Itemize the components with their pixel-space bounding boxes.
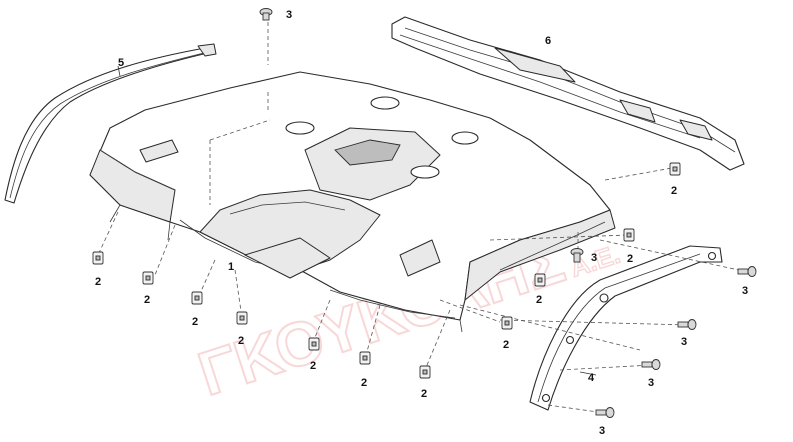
clip [534, 273, 546, 287]
callout-part-4: 4 [588, 372, 595, 384]
clip [308, 337, 320, 351]
screws-part-3 [259, 8, 757, 418]
clip [92, 251, 104, 265]
part-4-side-rail [529, 245, 723, 411]
callouts: 3 5 6 1 4 2 2 2 2 2 2 2 2 2 2 2 3 3 3 3 … [95, 9, 748, 437]
callout-part-5: 5 [118, 57, 124, 69]
clip [623, 228, 635, 242]
callout-part-1: 1 [228, 261, 234, 273]
callout-part-2: 2 [238, 335, 244, 347]
clip [142, 271, 154, 285]
clip [419, 365, 431, 379]
callout-part-3: 3 [599, 425, 605, 437]
clip [191, 291, 203, 305]
callout-part-3: 3 [591, 252, 597, 264]
callout-part-2: 2 [671, 185, 677, 197]
part-1-rear-fender [89, 71, 616, 333]
clip [669, 162, 681, 176]
callout-part-2: 2 [421, 388, 427, 400]
callout-part-2: 2 [627, 253, 633, 265]
screw [259, 8, 273, 21]
callout-part-3: 3 [286, 9, 292, 21]
callout-part-2: 2 [144, 294, 150, 306]
screw [677, 319, 697, 330]
part-6-rear-rack [391, 16, 745, 171]
callout-part-3: 3 [681, 336, 687, 348]
screw [641, 359, 661, 370]
leader-lines [97, 22, 749, 414]
part-5-side-rail [4, 43, 217, 204]
callout-part-3: 3 [648, 377, 654, 389]
clip [359, 351, 371, 365]
screw [570, 248, 584, 263]
clip [236, 311, 248, 325]
screw [595, 407, 615, 418]
callout-part-3: 3 [742, 285, 748, 297]
callout-part-2: 2 [310, 360, 316, 372]
callout-part-2: 2 [536, 294, 542, 306]
callout-part-2: 2 [361, 377, 367, 389]
clip [501, 316, 513, 330]
callout-part-6: 6 [545, 35, 551, 47]
screw [737, 266, 757, 277]
callout-part-2: 2 [192, 316, 198, 328]
clips-part-2 [92, 162, 681, 379]
callout-part-2: 2 [503, 339, 509, 351]
callout-part-2: 2 [95, 276, 101, 288]
